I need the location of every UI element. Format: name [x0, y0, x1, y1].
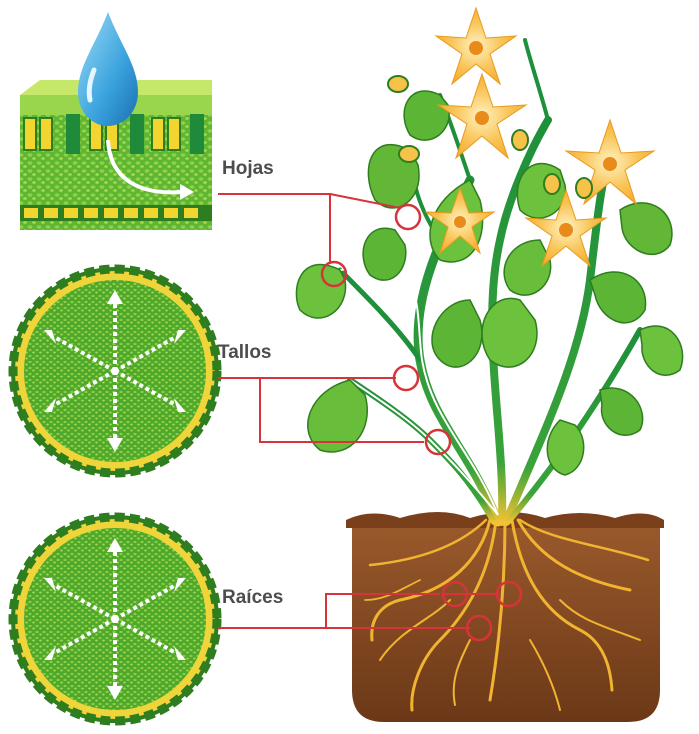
stem-cross-section	[13, 269, 217, 473]
water-drop-icon	[78, 12, 138, 126]
label-roots: Raíces	[222, 587, 283, 608]
root-cross-section	[13, 517, 217, 721]
leaf-cross-section	[20, 12, 212, 230]
label-leaves: Hojas	[222, 158, 274, 179]
flower	[436, 8, 516, 84]
label-stems: Tallos	[218, 342, 272, 363]
lower-epidermis	[20, 205, 212, 221]
